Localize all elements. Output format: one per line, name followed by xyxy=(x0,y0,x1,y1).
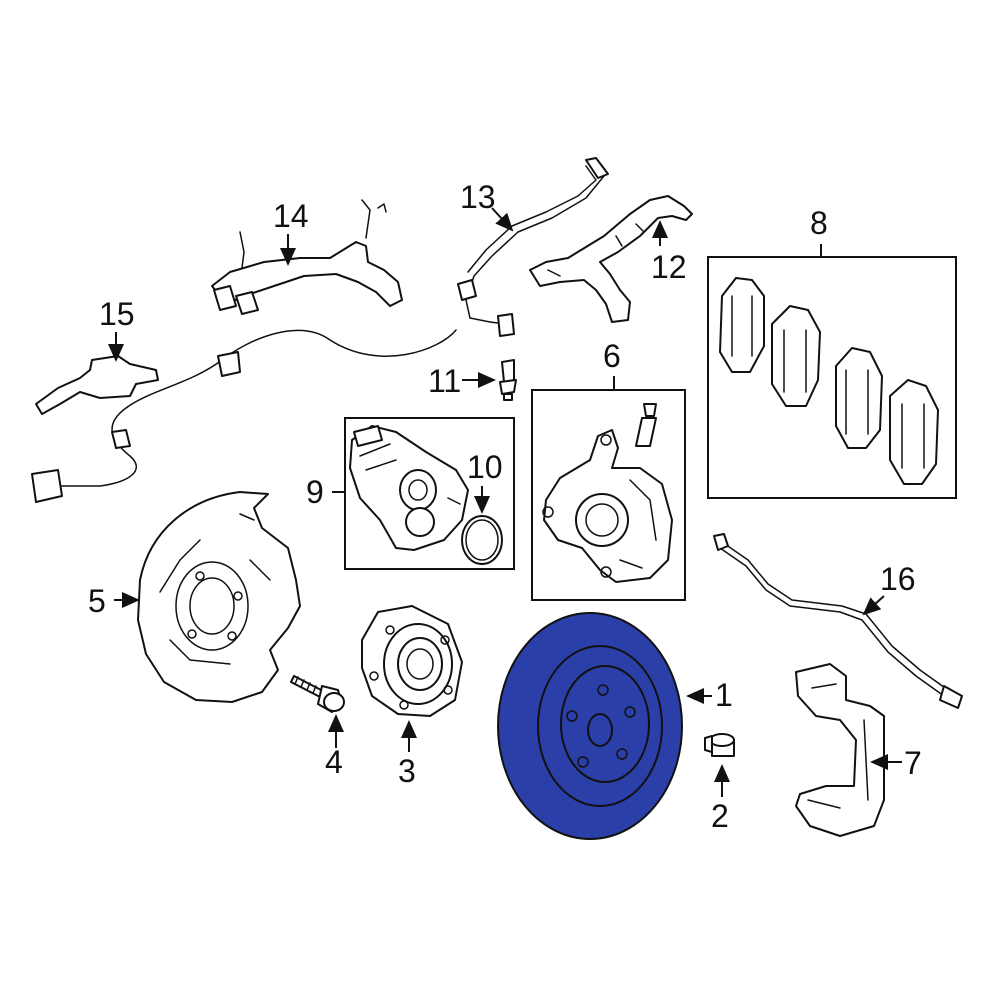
callout-6: 6 xyxy=(603,338,621,374)
callout-3: 3 xyxy=(398,753,416,789)
brake-pads-box xyxy=(707,256,957,499)
actuator-box xyxy=(344,417,515,570)
wheel-speed-sensor[interactable] xyxy=(499,359,517,401)
caliper-bracket[interactable] xyxy=(795,663,885,837)
splash-shield[interactable] xyxy=(137,491,301,703)
rotor-screw[interactable] xyxy=(704,733,735,757)
callout-1: 1 xyxy=(715,677,733,713)
wiring-bracket[interactable] xyxy=(211,199,403,315)
actuator-o-ring[interactable] xyxy=(461,515,503,565)
callout-9: 9 xyxy=(306,474,324,510)
callout-10: 10 xyxy=(467,449,503,485)
callout-7: 7 xyxy=(904,745,922,781)
callout-15: 15 xyxy=(99,296,135,332)
abs-wire-cable[interactable] xyxy=(31,329,457,503)
caliper-box xyxy=(531,389,686,601)
callout-14: 14 xyxy=(273,198,309,234)
sensor-harness[interactable] xyxy=(457,157,609,337)
callout-16: 16 xyxy=(880,561,916,597)
callout-8: 8 xyxy=(810,205,828,241)
bleeder-valve[interactable] xyxy=(635,403,657,447)
callout-5: 5 xyxy=(88,583,106,619)
shield-bolt[interactable] xyxy=(290,675,345,713)
callout-12: 12 xyxy=(651,249,687,285)
brake-caliper[interactable] xyxy=(542,429,673,583)
pad-wear-sensor-bracket[interactable] xyxy=(529,195,693,323)
callout-13: 13 xyxy=(460,179,496,215)
callout-11: 11 xyxy=(428,363,461,399)
brake-pad-set[interactable] xyxy=(719,277,939,485)
callout-2: 2 xyxy=(711,798,729,834)
brake-rotor[interactable] xyxy=(497,612,683,840)
parking-brake-actuator[interactable] xyxy=(349,425,469,551)
brake-line[interactable] xyxy=(713,533,963,709)
wheel-hub[interactable] xyxy=(361,605,463,717)
callout-4: 4 xyxy=(325,744,343,780)
